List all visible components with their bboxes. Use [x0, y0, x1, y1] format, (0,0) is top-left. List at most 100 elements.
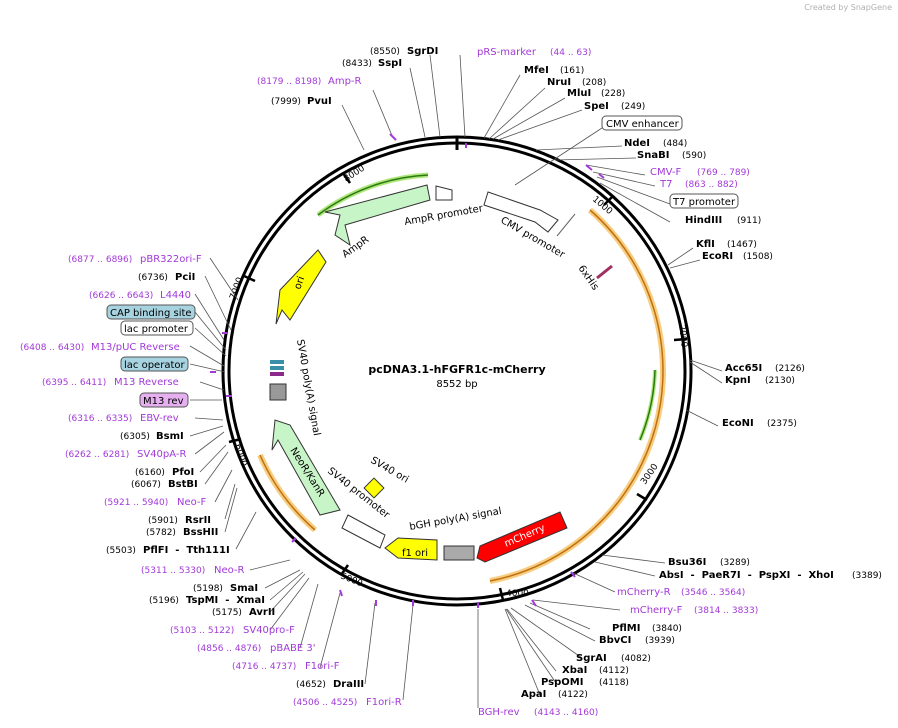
- neor-kanr-feature: [271, 419, 341, 516]
- svg-text:PflMI: PflMI: [612, 623, 640, 634]
- svg-text:SV40pA-R: SV40pA-R: [137, 449, 186, 460]
- orf-arc-inner-green-line: [639, 369, 656, 441]
- svg-text:Amp-R: Amp-R: [328, 76, 362, 87]
- label-mcherry-f: mCherry-F (3814 .. 3833): [630, 605, 758, 616]
- label-pflfi-tth111i: (5503) PflFI - Tth111I: [106, 545, 230, 556]
- label-avrii: (5175) AvrII: [212, 607, 275, 618]
- svg-text:Acc65I: Acc65I: [725, 363, 762, 374]
- svg-text:(3814 .. 3833): (3814 .. 3833): [694, 606, 758, 616]
- label-mfei: MfeI (161): [524, 65, 584, 76]
- label-bsshii: (5782) BssHII: [146, 527, 218, 538]
- label-neo-f: (5921 .. 5940) Neo-F: [104, 497, 207, 508]
- label-t7-promoter: T7 promoter: [669, 193, 739, 209]
- svg-text:HindIII: HindIII: [685, 215, 722, 226]
- svg-text:T7: T7: [659, 179, 672, 190]
- label-draiii: (4652) DraIII: [296, 679, 364, 690]
- svg-text:PfoI: PfoI: [172, 467, 194, 478]
- label-pbabe-3: (4856 .. 4876) pBABE 3': [197, 643, 316, 654]
- tick-label-4000: 4000: [506, 589, 529, 599]
- svg-text:F1ori-F: F1ori-F: [305, 661, 340, 672]
- small-box-1: [269, 383, 287, 401]
- svg-text:mCherry-F: mCherry-F: [630, 605, 683, 616]
- ori-label: ori: [292, 275, 307, 291]
- svg-text:(2130): (2130): [765, 376, 795, 386]
- svg-text:(6395 .. 6411): (6395 .. 6411): [42, 378, 106, 388]
- svg-text:(3840): (3840): [652, 624, 682, 634]
- cmv-promoter-feature: [483, 191, 559, 233]
- label-m13-rev: M13 rev: [139, 392, 189, 408]
- svg-text:(7999): (7999): [271, 97, 301, 107]
- svg-text:(911): (911): [737, 216, 761, 226]
- svg-text:MfeI: MfeI: [524, 65, 549, 76]
- f1-ori-feature: [384, 537, 438, 561]
- svg-text:(5196): (5196): [149, 596, 179, 606]
- snapgene-watermark: Created by SnapGene: [804, 3, 892, 12]
- svg-text:SgrAI: SgrAI: [576, 653, 607, 664]
- svg-text:SnaBI: SnaBI: [637, 150, 669, 161]
- svg-text:(161): (161): [560, 66, 584, 76]
- svg-text:(6877 .. 6896): (6877 .. 6896): [68, 255, 132, 265]
- t7-feature: [556, 213, 576, 237]
- svg-text:ApaI: ApaI: [521, 689, 546, 700]
- svg-text:(4112): (4112): [599, 666, 629, 676]
- small-box-3: [270, 366, 284, 370]
- bgh-polya-feature: [443, 545, 475, 561]
- f1-ori-label: f1 ori: [402, 548, 428, 559]
- label-bstbi: (6067) BstBI: [131, 479, 198, 490]
- label-t7: T7 (863 .. 882): [659, 179, 738, 190]
- label-cmv-f: CMV-F (769 .. 789): [650, 167, 750, 178]
- label-acc65i: Acc65I (2126): [725, 363, 805, 374]
- label-neo-r: (5311 .. 5330) Neo-R: [141, 565, 245, 576]
- label-hindiii: HindIII (911): [685, 215, 761, 226]
- label-cmv-enhancer: CMV enhancer: [601, 115, 683, 131]
- label-sgrai: SgrAI (4082): [576, 653, 651, 664]
- label-cap-binding-site: CAP binding site: [106, 304, 196, 320]
- svg-text:(769 .. 789): (769 .. 789): [697, 168, 750, 178]
- svg-text:(228): (228): [601, 89, 625, 99]
- label-lac-promoter: lac promoter: [120, 320, 194, 336]
- svg-text:SmaI: SmaI: [230, 583, 258, 594]
- svg-text:Neo-R: Neo-R: [214, 565, 245, 576]
- svg-text:(249): (249): [621, 102, 645, 112]
- label-ebv-rev: (6316 .. 6335) EBV-rev: [68, 413, 179, 424]
- svg-text:Neo-F: Neo-F: [177, 497, 207, 508]
- svg-text:M13 rev: M13 rev: [143, 396, 184, 407]
- 6xhis-feature: [596, 264, 613, 280]
- svg-text:NruI: NruI: [547, 77, 571, 88]
- svg-text:SV40pro-F: SV40pro-F: [243, 625, 295, 636]
- label-sv40pa-r: (6262 .. 6281) SV40pA-R: [65, 449, 186, 460]
- label-pbr322ori-f: (6877 .. 6896) pBR322ori-F: [68, 254, 202, 265]
- svg-text:(4506 .. 4525): (4506 .. 4525): [293, 698, 357, 708]
- svg-text:pBABE 3': pBABE 3': [270, 643, 316, 654]
- svg-text:EBV-rev: EBV-rev: [140, 413, 179, 424]
- label-f1ori-f: (4716 .. 4737) F1ori-F: [232, 661, 340, 672]
- svg-text:(4082): (4082): [621, 654, 651, 664]
- svg-text:(4118): (4118): [599, 678, 629, 688]
- svg-text:(6262 .. 6281): (6262 .. 6281): [65, 450, 129, 460]
- svg-text:(5175): (5175): [212, 608, 242, 618]
- svg-text:TspMI - XmaI: TspMI - XmaI: [186, 595, 265, 606]
- svg-text:(3389): (3389): [852, 571, 882, 581]
- svg-text:(2375): (2375): [767, 419, 797, 429]
- svg-text:(5921 .. 5940): (5921 .. 5940): [104, 498, 168, 508]
- label-spei: SpeI (249): [584, 101, 645, 112]
- svg-text:(6067): (6067): [131, 480, 161, 490]
- svg-text:(6626 .. 6643): (6626 .. 6643): [89, 291, 153, 301]
- tick-label-6000: 6000: [232, 443, 248, 468]
- bgh-polya-label: bGH poly(A) signal: [409, 506, 503, 533]
- tick-label-5000: 5000: [339, 572, 364, 590]
- svg-text:(6316 .. 6335): (6316 .. 6335): [68, 414, 132, 424]
- svg-text:(863 .. 882): (863 .. 882): [685, 180, 738, 190]
- svg-text:(5503): (5503): [106, 546, 136, 556]
- svg-text:(8179 .. 8198): (8179 .. 8198): [257, 77, 321, 87]
- orf-arc-neo-line: [259, 454, 316, 531]
- primer-ticks: [210, 133, 605, 608]
- label-pspomi: PspOMI (4118): [541, 677, 629, 688]
- svg-text:BsmI: BsmI: [156, 431, 184, 442]
- svg-text:mCherry-R: mCherry-R: [617, 587, 671, 598]
- label-bbvci: BbvCI (3939): [599, 635, 675, 646]
- svg-text:MluI: MluI: [567, 88, 591, 99]
- label-sv40pro-f: (5103 .. 5122) SV40pro-F: [170, 625, 295, 636]
- svg-text:(1467): (1467): [727, 240, 757, 250]
- svg-text:lac operator: lac operator: [124, 360, 185, 371]
